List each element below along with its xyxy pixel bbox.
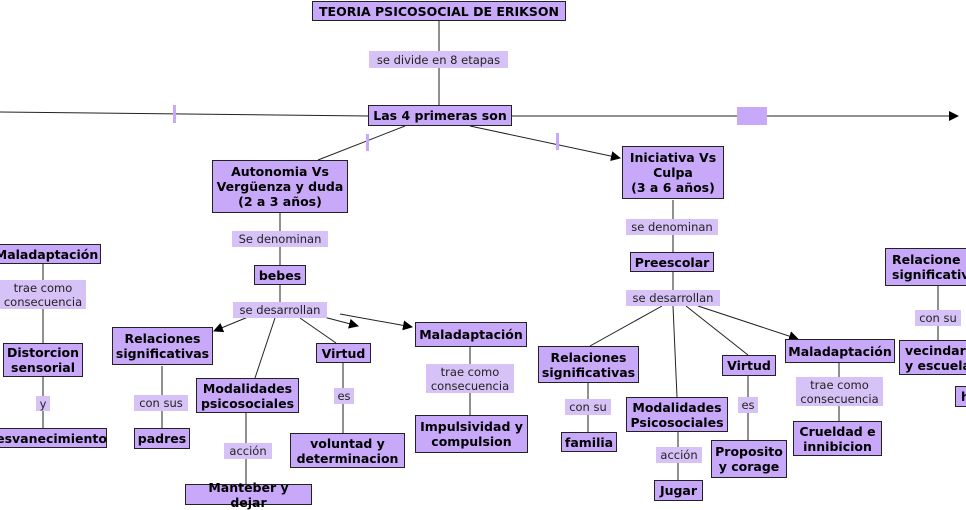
label-es-b: es [738, 397, 758, 413]
node-distorcion[interactable]: Distorcion sensorial [3, 343, 83, 377]
node-jugar[interactable]: Jugar [654, 480, 703, 501]
node-iniciativa[interactable]: Iniciativa Vs Culpa (3 a 6 años) [622, 146, 724, 199]
node-maladaptacion-a[interactable]: Maladaptación [415, 322, 527, 347]
node-maladaptacion-left[interactable]: Maladaptación [0, 244, 101, 264]
node-vecindario[interactable]: vecindari y escuela [899, 340, 966, 375]
node-bebes[interactable]: bebes [254, 265, 306, 285]
label-trae-como-left: trae como consecuencia [0, 280, 86, 309]
label-es-a: es [334, 388, 354, 404]
node-desvanecimiento[interactable]: esvanecimiento [0, 428, 107, 448]
label-y-left: y [36, 396, 50, 411]
label-se-divide: se divide en 8 etapas [369, 51, 508, 68]
label-se-desarrollan-b: se desarrollan [626, 290, 720, 306]
node-crueldad[interactable]: Crueldad e innibicion [793, 421, 882, 456]
label-se-denominan-b: se denominan [626, 219, 718, 235]
timeline-marker-box [737, 107, 767, 125]
label-trae-como-b: trae como consecuencia [796, 377, 883, 406]
label-se-denominan-a: Se denominan [232, 231, 328, 247]
label-accion-a: acción [224, 443, 272, 459]
node-impulsividad[interactable]: Impulsividad y compulsion [415, 415, 528, 453]
node-familia[interactable]: familia [561, 432, 617, 452]
node-maladaptacion-b[interactable]: Maladaptación [785, 339, 895, 363]
label-con-su-b: con su [565, 399, 611, 415]
node-virtud-b[interactable]: Virtud [722, 355, 776, 376]
node-autonomia[interactable]: Autonomia Vs Vergüenza y duda (2 a 3 año… [212, 160, 348, 213]
node-padres[interactable]: padres [134, 428, 190, 449]
connector-tick-iniciativa [556, 133, 559, 150]
node-h[interactable]: h [955, 386, 966, 407]
node-modalidades-b[interactable]: Modalidades Psicosociales [626, 397, 728, 432]
label-accion-b: acción [656, 447, 702, 463]
label-trae-como-a: trae como consecuencia [426, 364, 514, 393]
node-virtud-a[interactable]: Virtud [316, 343, 371, 363]
title-node[interactable]: TEORIA PSICOSOCIAL DE ERIKSON [312, 1, 566, 21]
node-proposito[interactable]: Proposito y corage [711, 440, 787, 478]
node-voluntad[interactable]: voluntad y determinacion [290, 433, 405, 468]
node-manteber[interactable]: Manteber y dejar [185, 480, 312, 510]
timeline-tick-left [173, 105, 176, 123]
connector-tick-autonomia [366, 134, 369, 151]
node-relaciones-right[interactable]: Relacione significativ [885, 248, 966, 286]
node-modalidades-a[interactable]: Modalidades psicosociales [196, 378, 299, 413]
node-preescolar[interactable]: Preescolar [630, 252, 714, 272]
node-las-4-primeras[interactable]: Las 4 primeras son [368, 105, 512, 126]
node-relaciones-a[interactable]: Relaciones significativas [112, 327, 213, 365]
label-con-su-right: con su [915, 310, 961, 326]
node-relaciones-b[interactable]: Relaciones significativas [538, 346, 639, 383]
label-se-desarrollan-a: se desarrollan [233, 302, 327, 318]
label-con-sus: con sus [134, 395, 188, 411]
